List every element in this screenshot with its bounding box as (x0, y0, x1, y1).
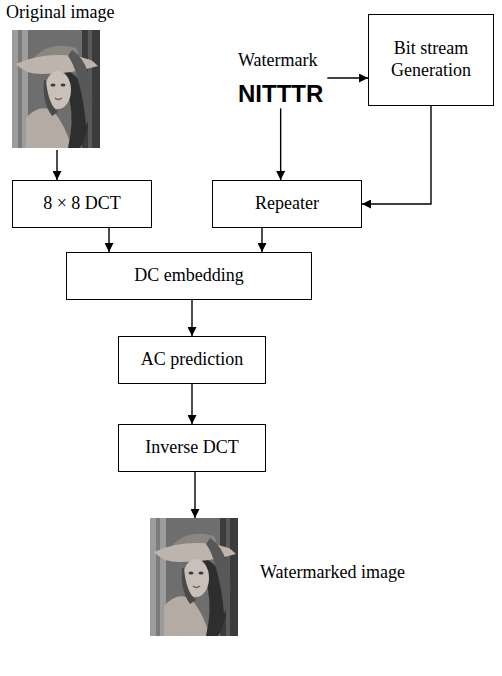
process-box: Repeater (212, 180, 362, 228)
node-label: DC embedding (134, 265, 244, 287)
flow-arrow (280, 108, 281, 180)
flow-arrow (261, 228, 262, 252)
flow-arrow (191, 384, 192, 424)
process-box: AC prediction (118, 336, 266, 384)
node-label: Inverse DCT (145, 437, 238, 459)
watermark-word: NITTTR (238, 80, 323, 109)
flow-arrow (194, 472, 195, 518)
flow-arrow (362, 106, 431, 204)
node-label: Watermark (238, 50, 323, 72)
process-box: DC embedding (66, 252, 312, 300)
node-label: AC prediction (141, 349, 243, 371)
flow-arrow (108, 228, 109, 252)
process-box: Inverse DCT (118, 424, 266, 472)
node-label: Repeater (255, 193, 319, 215)
image-node: Original image (4, 2, 116, 150)
watermark-text: WatermarkNITTTR (238, 50, 323, 108)
node-label: Original image (6, 2, 114, 24)
node-label: Watermarked image (260, 562, 405, 584)
process-box: 8 × 8 DCT (12, 180, 152, 228)
process-box: Bit stream Generation (368, 14, 494, 106)
image-node: Watermarked image (150, 518, 470, 636)
original-picture (12, 30, 100, 148)
flow-arrow (191, 300, 192, 336)
watermarked-picture (150, 518, 238, 636)
node-label: 8 × 8 DCT (43, 193, 121, 215)
flow-arrow (327, 77, 368, 78)
flow-arrow (56, 150, 57, 180)
node-label: Bit stream Generation (379, 38, 483, 81)
